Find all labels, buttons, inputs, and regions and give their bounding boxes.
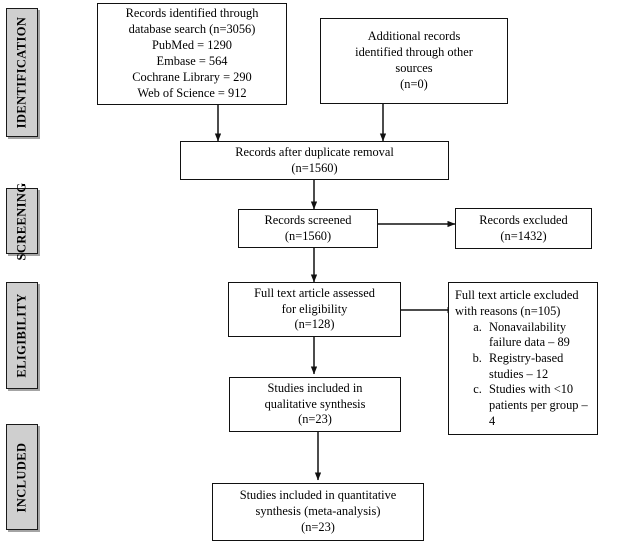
box-records-screened: Records screened (n=1560) [238, 209, 378, 248]
phase-label-eligibility: ELIGIBILITY [6, 282, 38, 389]
box-line: Cochrane Library = 290 [132, 69, 252, 84]
box-line: sources [395, 61, 433, 75]
box-line: (n=128) [294, 317, 335, 332]
box-line: (n=23) [301, 519, 335, 534]
exclusion-reasons-list: Nonavailability failure data – 89 Regist… [455, 320, 593, 429]
box-line: PubMed = 1290 [152, 38, 232, 53]
phase-label-identification: IDENTIFICATION [6, 8, 38, 137]
box-records-excluded: Records excluded (n=1432) [455, 208, 592, 249]
box-line: Full text article excluded [455, 288, 579, 302]
phase-label-included-text: INCLUDED [14, 442, 29, 512]
box-line: (n=1432) [500, 228, 547, 243]
box-fulltext-excluded-reasons: Full text article excluded with reasons … [448, 282, 598, 435]
phase-label-screening: SCREENING [6, 182, 38, 260]
box-line: with reasons (n=105) [455, 303, 561, 318]
box-studies-qualitative-synthesis: Studies included in qualitative synthesi… [229, 377, 401, 432]
box-line: (n=1560) [284, 228, 332, 243]
list-item: Nonavailability failure data – 89 [485, 320, 593, 351]
box-line: identified through other [355, 45, 473, 60]
box-line: synthesis (meta-analysis) [255, 504, 381, 519]
box-records-after-duplicate-removal: Records after duplicate removal (n=1560) [180, 141, 449, 180]
box-line: Web of Science = 912 [137, 85, 247, 100]
box-line: Full text article assessed [254, 285, 375, 300]
box-line: Records excluded [479, 212, 568, 227]
box-studies-quantitative-synthesis: Studies included in quantitative synthes… [212, 483, 424, 541]
box-line: (n=23) [298, 412, 332, 427]
box-fulltext-assessed-eligibility: Full text article assessed for eligibili… [228, 282, 401, 337]
phase-label-eligibility-text: ELIGIBILITY [14, 293, 29, 378]
box-line: (n=1560) [291, 160, 338, 175]
box-line: database search (n=3056) [128, 22, 256, 37]
box-records-identified-database: Records identified through database sear… [97, 3, 287, 105]
box-line: Embase = 564 [156, 54, 228, 68]
box-line: Records after duplicate removal [235, 144, 394, 159]
phase-label-included: INCLUDED [6, 424, 38, 530]
phase-label-identification-text: IDENTIFICATION [14, 16, 29, 129]
list-item: Studies with <10 patients per group – 4 [485, 382, 593, 429]
box-additional-records-other-sources: Additional records identified through ot… [320, 18, 508, 104]
box-line: (n=0) [400, 76, 428, 91]
list-item: Registry-based studies – 12 [485, 351, 593, 382]
box-line: for eligibility [281, 301, 348, 316]
box-line: Studies included in quantitative [239, 488, 397, 503]
box-line: Records identified through [125, 6, 259, 21]
box-line: qualitative synthesis [264, 396, 366, 411]
box-line: Studies included in [267, 380, 363, 395]
box-line: Records screened [264, 212, 352, 227]
phase-label-screening-text: SCREENING [14, 182, 29, 260]
box-line: Additional records [367, 29, 461, 44]
